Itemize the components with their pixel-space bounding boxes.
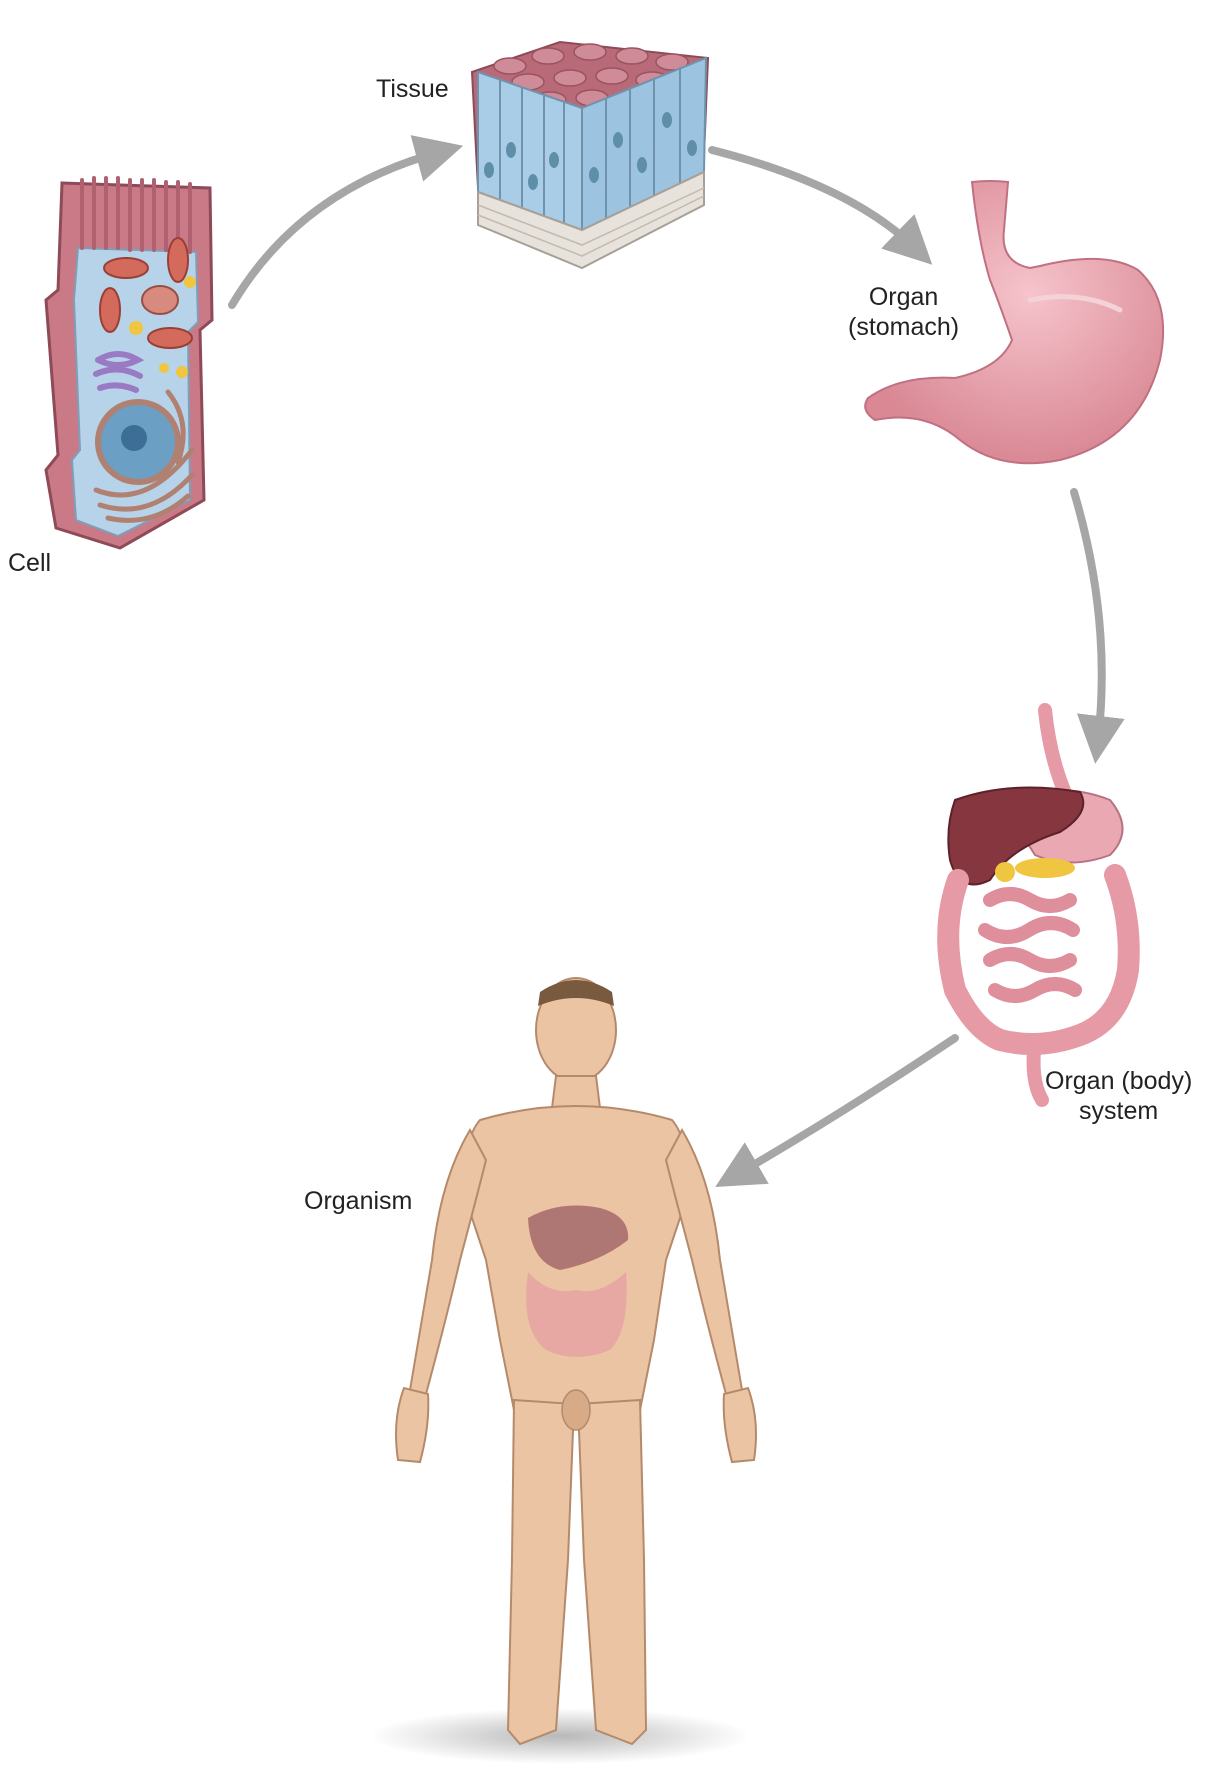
- arrow-organ-to-system: [1074, 492, 1102, 740]
- cell-illustration: [46, 178, 212, 548]
- arrow-cell-to-tissue: [232, 152, 440, 305]
- stage-label-organism: Organism: [304, 1186, 412, 1216]
- human-body-illustration: [370, 978, 756, 1764]
- arrow-tissue-to-organ: [712, 150, 915, 248]
- tissue-illustration: [472, 42, 708, 268]
- stage-label-organ-system: Organ (body) system: [1045, 1066, 1192, 1126]
- digestive-system-illustration: [948, 710, 1129, 1100]
- stage-label-tissue: Tissue: [376, 74, 449, 104]
- arrow-system-to-organism: [736, 1038, 955, 1175]
- stage-label-organ: Organ (stomach): [848, 282, 959, 342]
- stage-label-cell: Cell: [8, 548, 51, 578]
